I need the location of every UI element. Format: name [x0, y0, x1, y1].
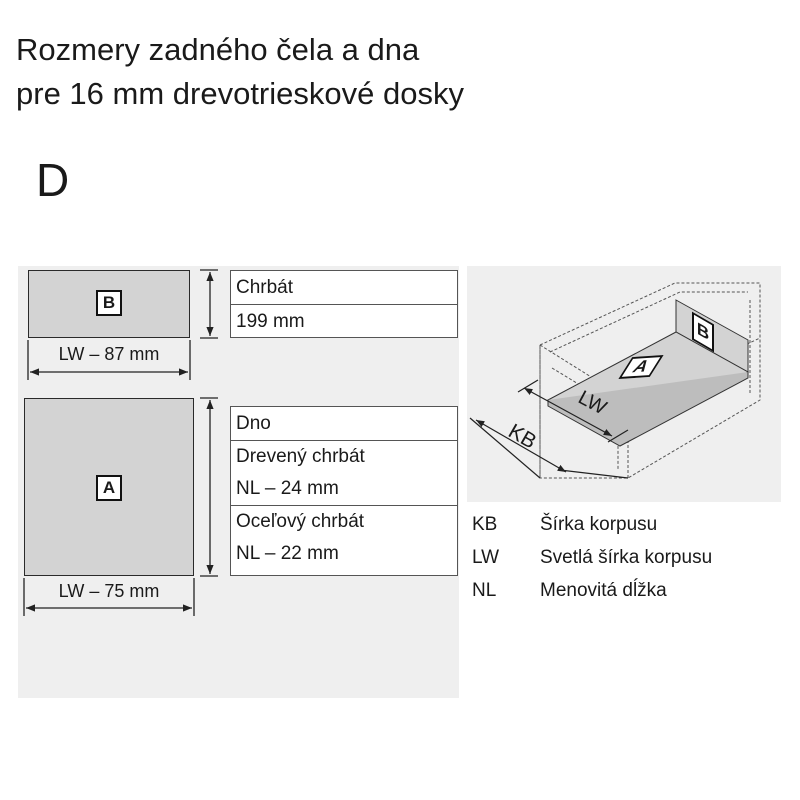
- legend-row-nl: NL Menovitá dĺžka: [472, 574, 712, 607]
- page-title: Rozmery zadného čela a dna pre 16 mm dre…: [16, 28, 464, 116]
- legend-abbr: LW: [472, 547, 500, 568]
- legend-abbr: KB: [472, 514, 498, 535]
- wooden-back-group: Drevený chrbát NL – 24 mm: [231, 441, 457, 506]
- title-line-2: pre 16 mm drevotrieskové dosky: [16, 76, 464, 111]
- bottom-panel-table: Dno Drevený chrbát NL – 24 mm Oceľový ch…: [230, 406, 458, 576]
- bottom-panel-tag: A: [96, 475, 122, 501]
- back-panel-width-dimension: [27, 340, 191, 380]
- bottom-panel-name: Dno: [231, 407, 457, 441]
- steel-back-group: Oceľový chrbát NL – 22 mm: [231, 506, 457, 570]
- back-panel-table: Chrbát 199 mm: [230, 270, 458, 338]
- title-line-1: Rozmery zadného čela a dna: [16, 32, 420, 67]
- wooden-back-label: Drevený chrbát: [236, 446, 365, 467]
- legend-row-lw: LW Svetlá šírka korpusu: [472, 541, 712, 574]
- abbreviations-legend: KB Šírka korpusu LW Svetlá šírka korpusu…: [472, 508, 712, 607]
- wooden-back-value: NL – 24 mm: [236, 478, 339, 499]
- legend-text: Svetlá šírka korpusu: [540, 547, 713, 568]
- bottom-panel-width-dimension: [23, 578, 195, 616]
- back-panel-height-dimension: [200, 269, 218, 339]
- bottom-panel-width-label: LW – 75 mm: [58, 581, 160, 601]
- section-letter: D: [36, 154, 70, 206]
- steel-back-label: Oceľový chrbát: [236, 511, 365, 532]
- back-panel-width-label: LW – 87 mm: [58, 344, 160, 364]
- drawer-illustration: [469, 282, 761, 479]
- legend-abbr: NL: [472, 580, 497, 601]
- steel-back-value: NL – 22 mm: [236, 543, 339, 564]
- legend-text: Šírka korpusu: [540, 514, 658, 535]
- lw-dimension: [517, 379, 629, 443]
- legend-text: Menovitá dĺžka: [540, 580, 667, 601]
- back-panel-tag: B: [96, 290, 122, 316]
- back-panel-name: Chrbát: [231, 271, 457, 305]
- bottom-panel-height-dimension: [200, 397, 218, 577]
- back-panel-height: 199 mm: [236, 311, 305, 332]
- kb-dimension: [469, 417, 629, 479]
- legend-row-kb: KB Šírka korpusu: [472, 508, 712, 541]
